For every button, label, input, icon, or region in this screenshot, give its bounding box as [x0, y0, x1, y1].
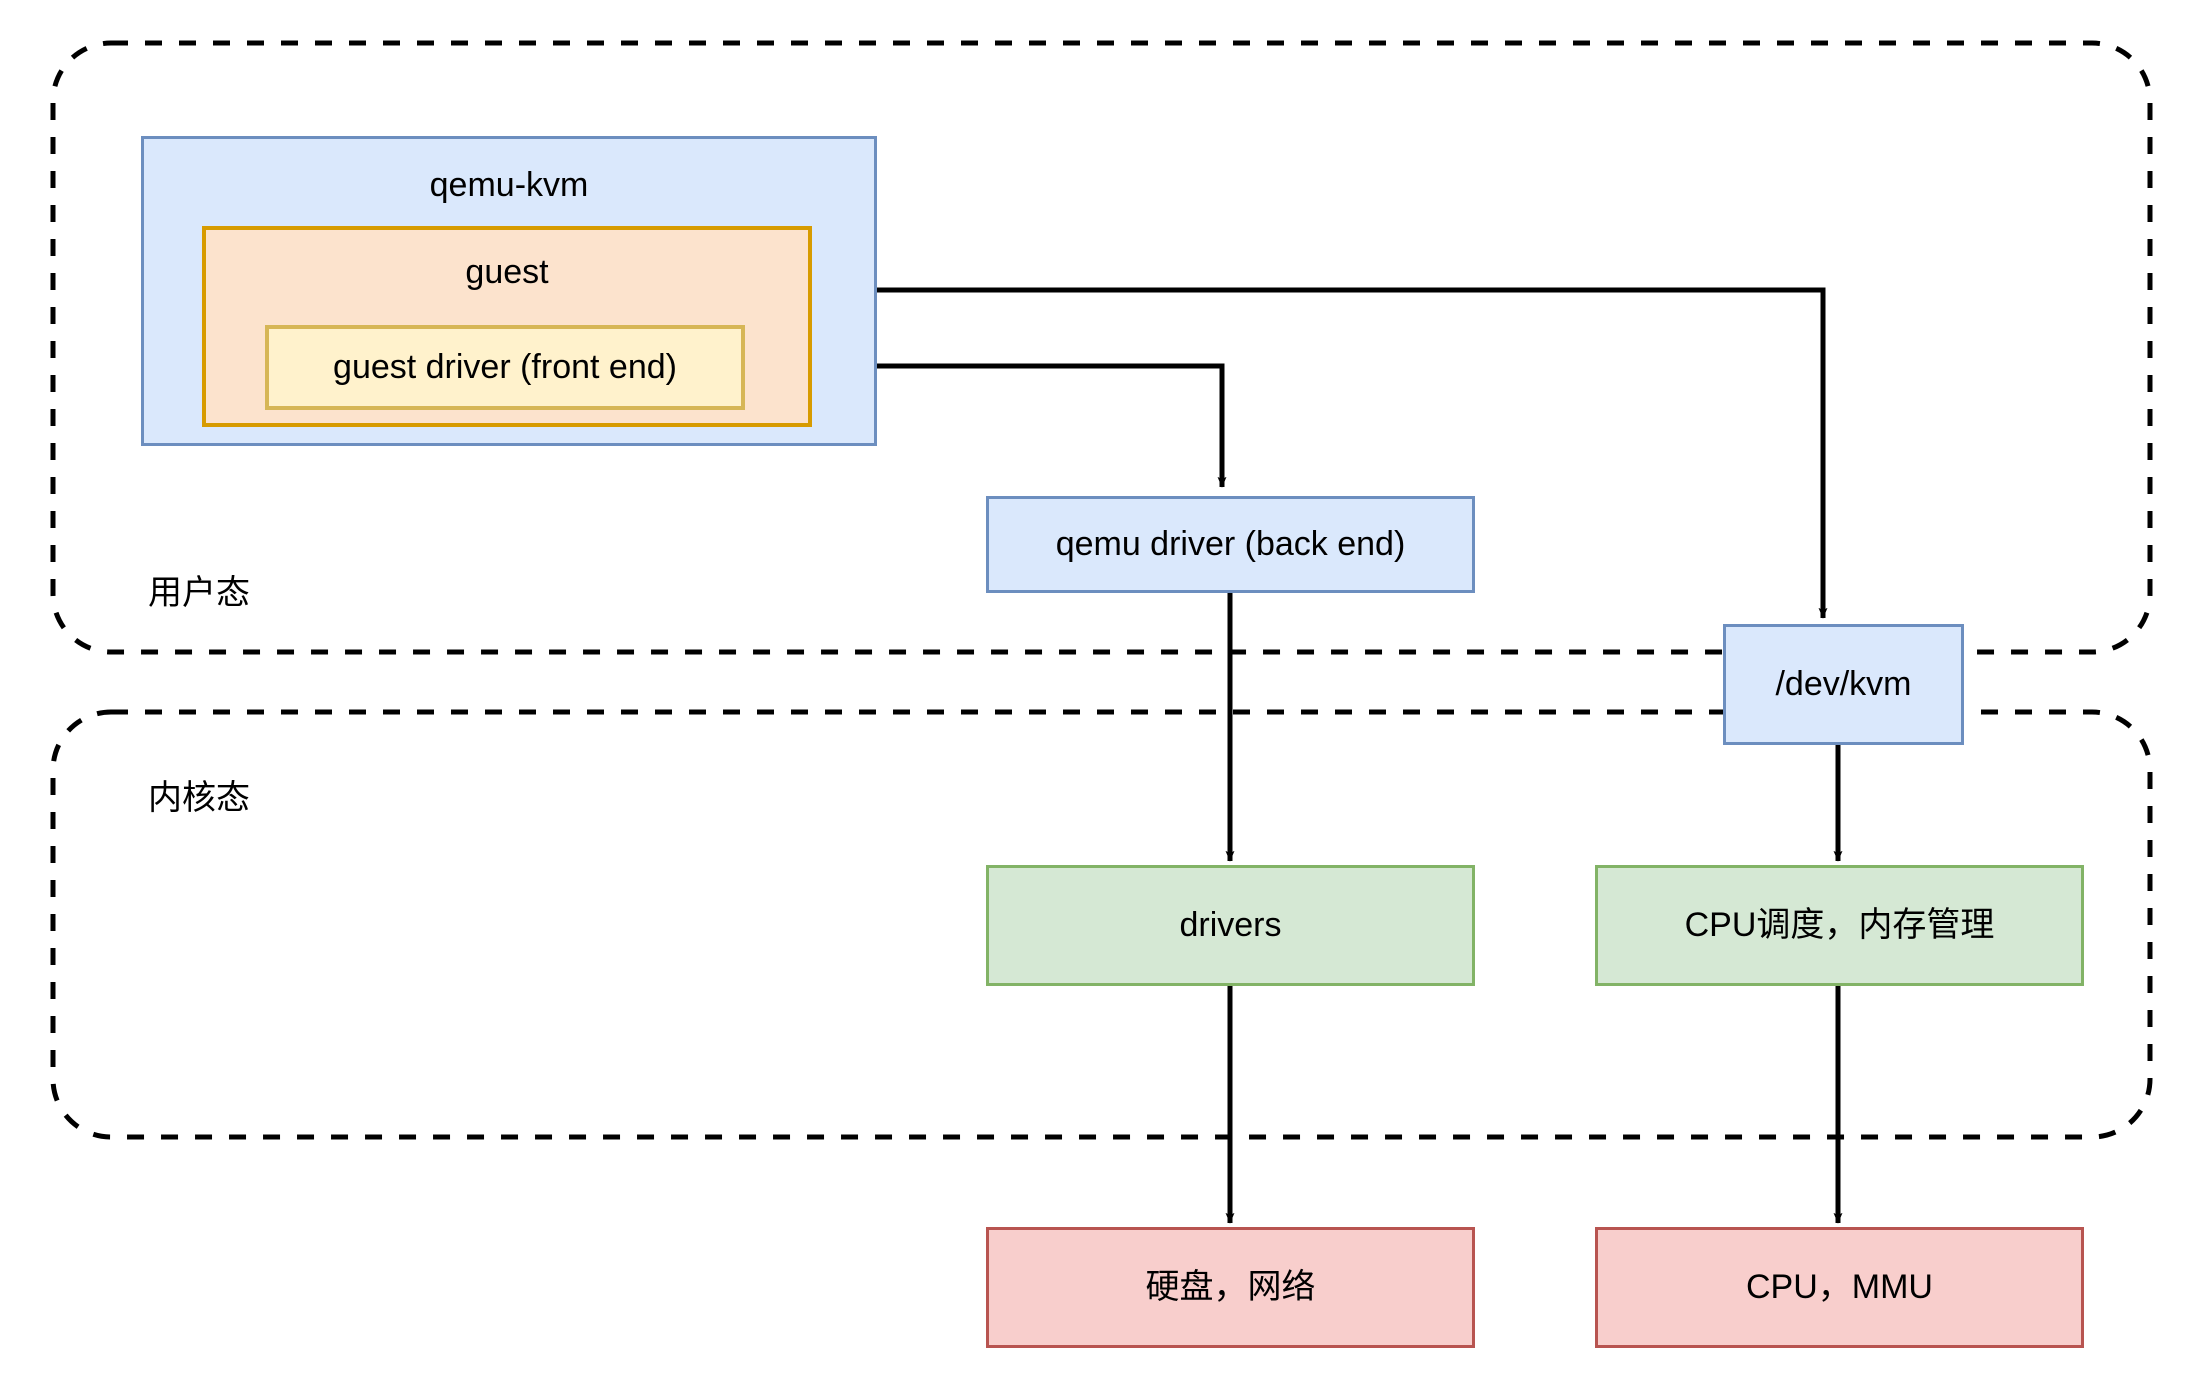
node-qemu-driver[interactable]: qemu driver (back end) — [986, 496, 1475, 593]
node-dev-kvm[interactable]: /dev/kvm — [1723, 624, 1964, 745]
node-guest-label: guest — [465, 253, 549, 291]
node-disk-network[interactable]: 硬盘，网络 — [986, 1227, 1475, 1348]
node-guest-driver-label: guest driver (front end) — [333, 348, 677, 387]
node-qemu-driver-label: qemu driver (back end) — [1055, 525, 1406, 564]
node-cpu-mmu[interactable]: CPU，MMU — [1595, 1227, 2084, 1348]
node-cpu-mmu-label: CPU，MMU — [1746, 1268, 1933, 1307]
node-guest-driver[interactable]: guest driver (front end) — [265, 325, 745, 410]
node-drivers[interactable]: drivers — [986, 865, 1475, 986]
node-cpu-sched-mem-label: CPU调度，内存管理 — [1684, 906, 1995, 945]
node-qemu-kvm-label: qemu-kvm — [429, 166, 589, 204]
node-cpu-sched-mem[interactable]: CPU调度，内存管理 — [1595, 865, 2084, 986]
zone-label-user-mode: 用户态 — [148, 574, 250, 612]
node-drivers-label: drivers — [1179, 906, 1282, 945]
node-dev-kvm-label: /dev/kvm — [1775, 665, 1912, 704]
zone-label-kernel-mode: 内核态 — [148, 779, 250, 817]
node-disk-network-label: 硬盘，网络 — [1145, 1268, 1316, 1307]
